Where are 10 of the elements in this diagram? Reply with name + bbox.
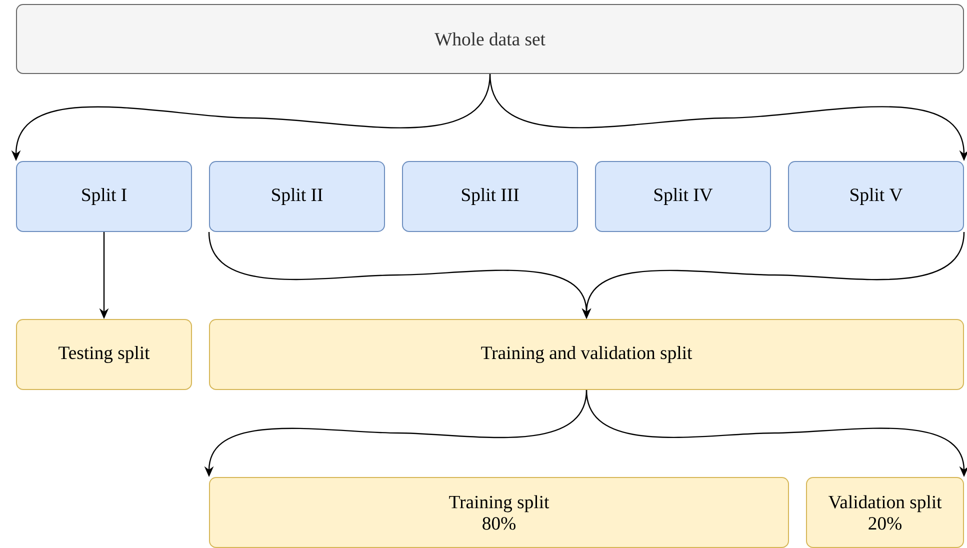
subset-box: Testing split (16, 319, 192, 390)
subset-box: Validation split 20% (806, 477, 964, 548)
split-box: Split V (788, 161, 964, 232)
subset-box: Training split 80% (209, 477, 789, 548)
dataset-box: Whole data set (16, 4, 964, 74)
split-box: Split I (16, 161, 192, 232)
split-box: Split III (402, 161, 578, 232)
split-box: Split II (209, 161, 385, 232)
split-box: Split IV (595, 161, 771, 232)
subset-box: Training and validation split (209, 319, 964, 390)
